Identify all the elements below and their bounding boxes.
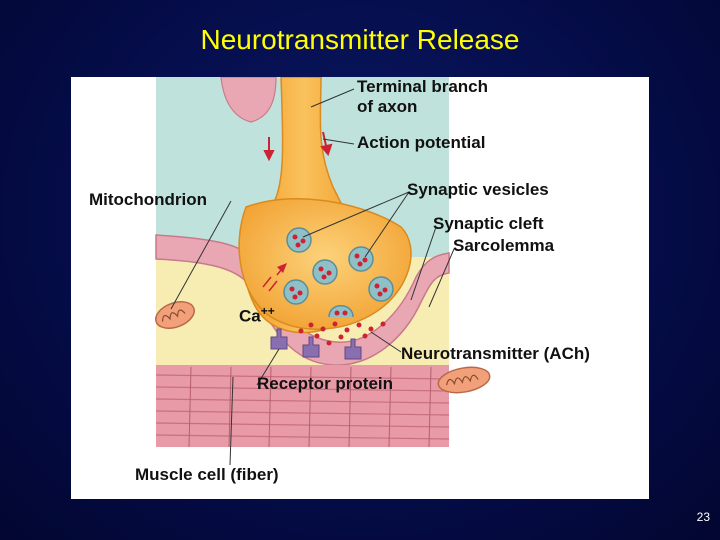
label-synaptic-vesicles: Synaptic vesicles <box>407 180 549 199</box>
vesicle-5 <box>368 276 394 302</box>
mitochondrion-muscle <box>437 366 491 394</box>
neurotransmitter-molecules <box>298 321 386 346</box>
label-action-potential: Action potential <box>357 133 486 152</box>
label-neurotransmitter: Neurotransmitter (ACh) <box>401 344 590 363</box>
synapse-illustration <box>155 77 491 466</box>
diagram-figure: Terminal branch of axon Action potential… <box>71 77 649 499</box>
label-sarcolemma: Sarcolemma <box>453 236 555 255</box>
label-terminal-branch: Terminal branch of axon <box>357 77 488 117</box>
label-mitochondrion: Mitochondrion <box>89 190 208 209</box>
myelin-sheath <box>220 77 277 123</box>
calcium-arrow <box>277 263 287 273</box>
label-terminal-branch-line2: of axon <box>357 97 418 116</box>
slide-title: Neurotransmitter Release <box>200 24 520 55</box>
label-terminal-branch-line1: Terminal branch <box>357 77 488 96</box>
vesicle-1 <box>286 227 312 253</box>
label-calcium-symbol: Ca <box>239 306 261 326</box>
vesicle-2 <box>348 246 374 272</box>
vesicle-3 <box>312 259 338 285</box>
leader-lines <box>170 88 455 466</box>
page-number: 23 <box>696 510 710 524</box>
label-synaptic-cleft: Synaptic cleft <box>433 214 544 233</box>
receptor-proteins <box>270 328 362 360</box>
myofibril-lines <box>155 374 450 440</box>
label-muscle-cell: Muscle cell (fiber) <box>135 465 279 484</box>
vesicle-4 <box>283 279 309 305</box>
synaptic-vesicles <box>283 227 394 318</box>
vesicle-fusing <box>328 305 354 318</box>
label-calcium: Ca++ <box>239 301 275 327</box>
action-potential-arrows <box>263 131 333 162</box>
label-receptor-protein: Receptor protein <box>257 374 394 393</box>
z-lines <box>188 366 432 448</box>
label-calcium-charge: ++ <box>260 304 275 318</box>
mitochondrion-terminal <box>155 301 195 329</box>
